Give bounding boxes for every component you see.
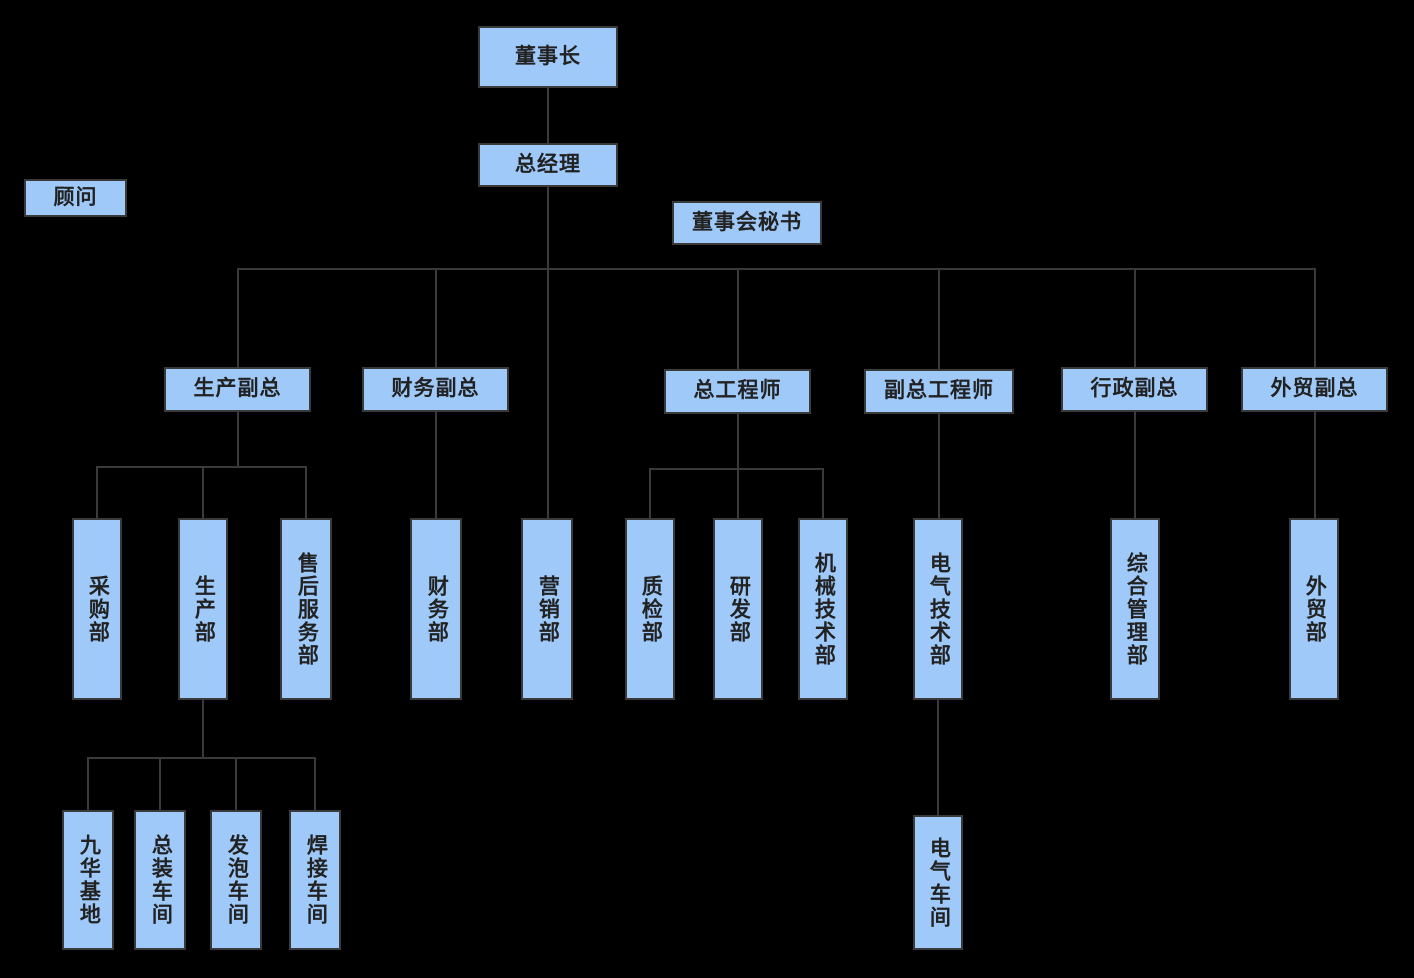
connector-gm-vp-admin: [1133, 268, 1136, 367]
org-node-marketing[interactable]: 营销部: [521, 518, 573, 700]
connector-chairman-gm: [547, 88, 549, 143]
connector-production-bus: [87, 757, 316, 759]
connector-gm-bus: [236, 268, 1316, 270]
connector-chief-eng-drop: [736, 414, 739, 468]
org-node-vp-admin[interactable]: 行政副总: [1061, 367, 1208, 412]
org-node-advisor[interactable]: 顾问: [24, 179, 127, 217]
org-node-quality[interactable]: 质检部: [625, 518, 675, 700]
connector-elec-tech-elec-shop: [937, 700, 939, 815]
connector-gm-dep-eng: [938, 268, 940, 369]
connector-gm-vp-trade: [1313, 268, 1316, 367]
org-node-dep-eng[interactable]: 副总工程师: [864, 369, 1014, 414]
org-node-trade-dept[interactable]: 外贸部: [1289, 518, 1339, 700]
connector-chief-eng-mech-tech: [822, 468, 824, 518]
connector-dep-eng-elec-tech: [938, 414, 940, 518]
org-node-foaming[interactable]: 发泡车间: [210, 810, 262, 950]
connector-production-jiuhua: [87, 757, 89, 810]
connector-gm-chief-eng: [736, 268, 739, 369]
org-node-jiuhua[interactable]: 九华基地: [62, 810, 114, 950]
org-node-vp-prod[interactable]: 生产副总: [164, 367, 311, 412]
org-node-vp-trade[interactable]: 外贸副总: [1241, 367, 1388, 412]
connector-vp-fin-finance: [434, 412, 437, 518]
connector-vp-prod-drop: [236, 412, 239, 466]
org-node-chairman[interactable]: 董事长: [478, 26, 618, 88]
org-node-gm[interactable]: 总经理: [478, 143, 618, 187]
org-node-bod-sec[interactable]: 董事会秘书: [672, 201, 822, 245]
connector-gm-vp-fin: [434, 268, 437, 367]
connector-vp-prod-purchase: [96, 466, 98, 518]
connector-chief-eng-rnd: [737, 468, 739, 518]
connector-production-foaming: [235, 757, 237, 810]
org-node-assembly[interactable]: 总装车间: [134, 810, 186, 950]
org-node-admin-dept[interactable]: 综合管理部: [1110, 518, 1160, 700]
connector-gm-vp-prod: [236, 268, 239, 367]
org-node-aftersales[interactable]: 售后服务部: [280, 518, 332, 700]
connector-vp-prod-aftersales: [305, 466, 307, 518]
org-node-chief-eng[interactable]: 总工程师: [664, 369, 811, 414]
connector-gm-marketing: [547, 268, 549, 518]
connector-production-assembly: [159, 757, 161, 810]
org-node-mech-tech[interactable]: 机械技术部: [798, 518, 848, 700]
org-node-purchase[interactable]: 采购部: [72, 518, 122, 700]
connector-gm-drop: [547, 187, 549, 268]
org-node-vp-fin[interactable]: 财务副总: [362, 367, 509, 412]
org-node-welding[interactable]: 焊接车间: [289, 810, 341, 950]
org-node-production[interactable]: 生产部: [178, 518, 228, 700]
org-node-elec-tech[interactable]: 电气技术部: [913, 518, 963, 700]
connector-vp-prod-production: [202, 466, 204, 518]
connector-chief-eng-bus: [649, 468, 824, 470]
connector-production-welding: [314, 757, 316, 810]
connector-production-drop: [202, 700, 204, 757]
org-node-finance[interactable]: 财务部: [410, 518, 462, 700]
org-node-rnd[interactable]: 研发部: [713, 518, 763, 700]
connector-vp-prod-bus: [96, 466, 307, 468]
org-node-elec-shop[interactable]: 电气车间: [913, 815, 963, 950]
connector-chief-eng-quality: [649, 468, 651, 518]
connector-vp-trade-trade-dept: [1313, 412, 1316, 518]
connector-vp-admin-admin-dept: [1133, 412, 1136, 518]
